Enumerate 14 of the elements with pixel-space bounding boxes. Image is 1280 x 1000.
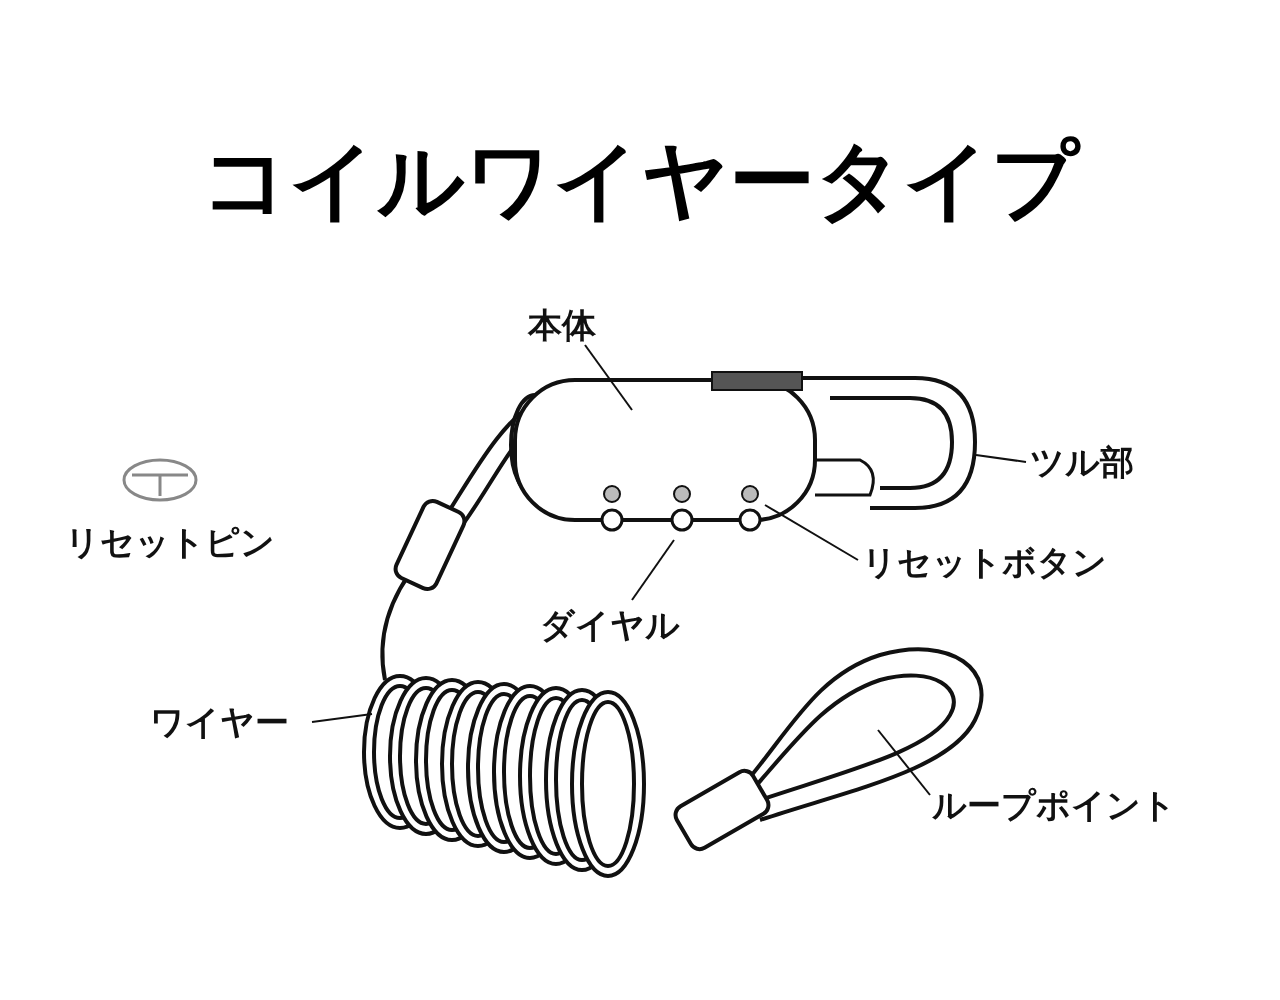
part-label: ワイヤー (150, 702, 289, 742)
leader-line (975, 454, 1027, 463)
leader-line (631, 539, 675, 601)
part-label: ダイヤル (540, 605, 680, 645)
leader-line (584, 344, 633, 411)
part-label: 本体 (528, 305, 596, 345)
part-label: ループポイント (932, 785, 1176, 825)
leader-line (311, 713, 373, 723)
leader-line (877, 729, 931, 796)
part-label: リセットピン (65, 522, 275, 562)
leader-line (764, 504, 859, 561)
part-label: リセットボタン (862, 542, 1107, 582)
title: コイルワイヤータイプ (200, 130, 1082, 230)
part-label: ツル部 (1030, 442, 1134, 482)
